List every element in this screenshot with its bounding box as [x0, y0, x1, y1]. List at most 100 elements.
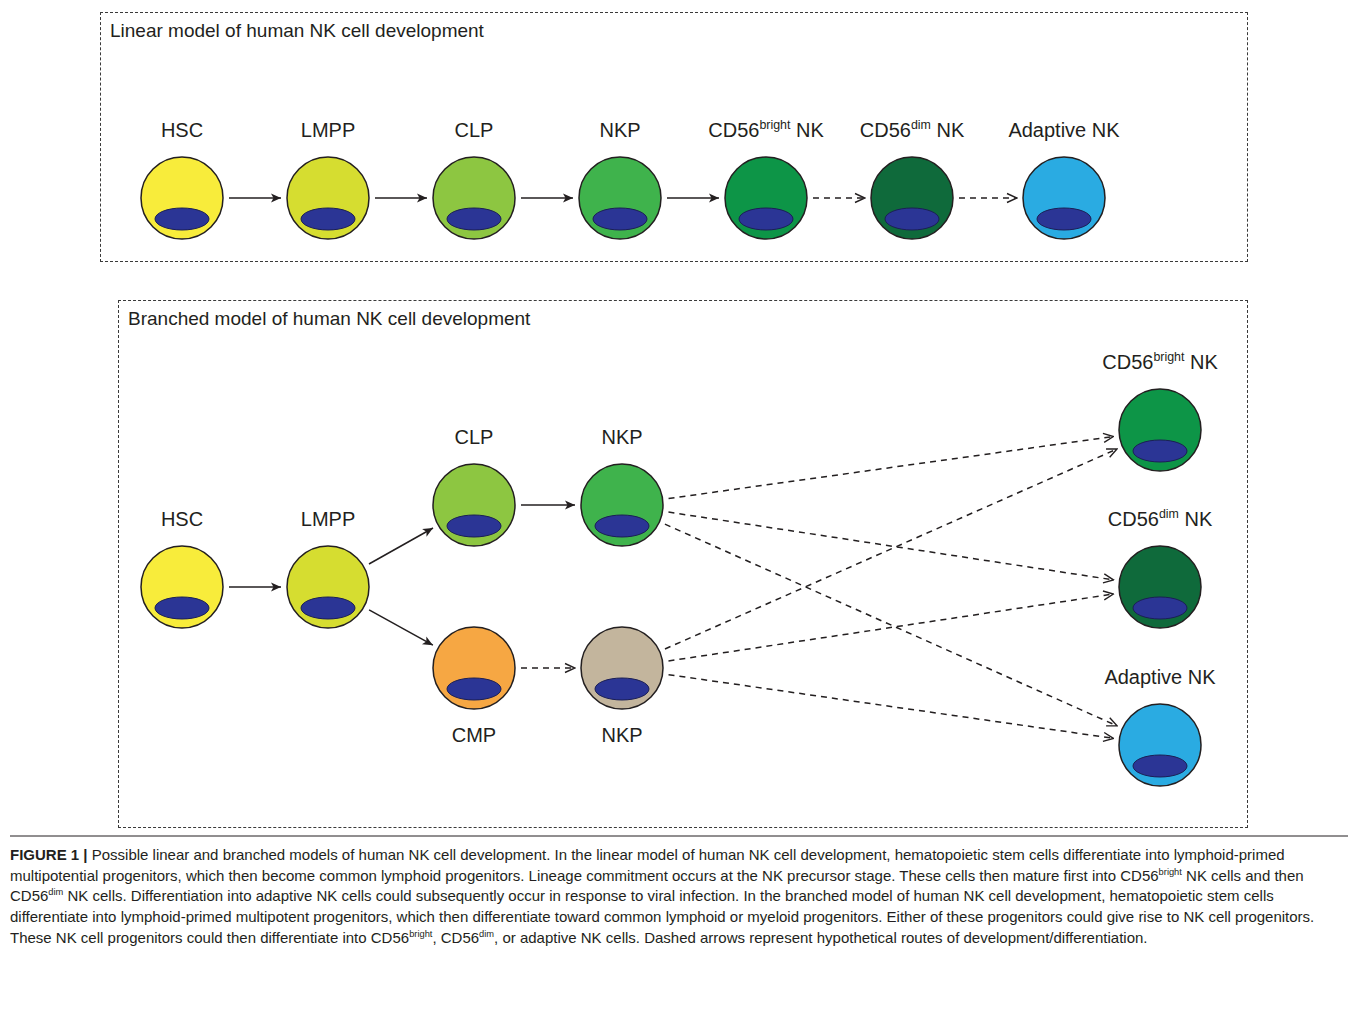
cell-node: HSC [140, 119, 224, 240]
cell-nucleus [301, 208, 355, 230]
cell-shape [724, 156, 808, 240]
cell-body [287, 157, 369, 239]
cell-nucleus [301, 597, 355, 619]
cell-node: CLP [432, 119, 516, 240]
cell-label: HSC [161, 508, 203, 531]
cell-nucleus [155, 208, 209, 230]
hypothetical-arrow [668, 512, 1113, 580]
cell-nucleus [447, 208, 501, 230]
cell-shape [432, 156, 516, 240]
cell-node: HSC [140, 508, 224, 629]
cell-body [433, 157, 515, 239]
cell-nucleus [1133, 440, 1187, 462]
cell-nucleus [1133, 755, 1187, 777]
hypothetical-arrow [665, 524, 1117, 726]
cell-label: LMPP [301, 508, 355, 531]
development-arrow [521, 197, 573, 199]
cell-body [1119, 546, 1201, 628]
cell-body [433, 464, 515, 546]
cell-nucleus [155, 597, 209, 619]
development-arrow [521, 504, 575, 506]
cell-body [1119, 389, 1201, 471]
cell-body [287, 546, 369, 628]
cell-nucleus [595, 678, 649, 700]
cell-node: CLP [432, 426, 516, 547]
cell-shape [870, 156, 954, 240]
cell-nucleus [1133, 597, 1187, 619]
cell-shape [432, 463, 516, 547]
development-arrow [229, 197, 281, 199]
development-arrow [375, 197, 427, 199]
cell-label: CD56bright NK [708, 119, 823, 142]
cell-node: NKP [580, 426, 664, 547]
cell-body [579, 157, 661, 239]
cell-shape [140, 156, 224, 240]
cell-node: LMPP [286, 119, 370, 240]
cell-nucleus [739, 208, 793, 230]
cell-label: NKP [599, 119, 640, 142]
cell-body [871, 157, 953, 239]
cell-body [141, 546, 223, 628]
cell-label: CD56bright NK [1102, 351, 1217, 374]
cell-shape [432, 626, 516, 710]
cell-node: LMPP [286, 508, 370, 629]
panel-title: Linear model of human NK cell developmen… [110, 20, 484, 42]
hypothetical-arrow [668, 594, 1113, 661]
cell-label: LMPP [301, 119, 355, 142]
cell-node: CD56dim NK [860, 119, 964, 240]
development-arrow [229, 586, 281, 588]
hypothetical-arrow [521, 667, 575, 669]
cell-shape [1118, 703, 1202, 787]
cell-node: CD56bright NK [708, 119, 823, 240]
cell-node: NKP [578, 119, 662, 240]
development-arrow [667, 197, 719, 199]
cell-node: Adaptive NK [1104, 666, 1215, 787]
cell-body [141, 157, 223, 239]
cell-body [433, 627, 515, 709]
cell-shape [286, 156, 370, 240]
cell-node: CD56bright NK [1102, 351, 1217, 472]
cell-shape [1118, 545, 1202, 629]
hypothetical-arrow [813, 197, 865, 199]
cell-node: CD56dim NK [1108, 508, 1212, 629]
cell-node: Adaptive NK [1008, 119, 1119, 240]
cell-label: NKP [601, 724, 642, 747]
caption-rule [10, 836, 1348, 837]
cell-body [581, 464, 663, 546]
hypothetical-arrow [669, 436, 1114, 498]
cell-nucleus [447, 678, 501, 700]
cell-shape [1118, 388, 1202, 472]
panel-title: Branched model of human NK cell developm… [128, 308, 530, 330]
cell-shape [1022, 156, 1106, 240]
cell-label: NKP [601, 426, 642, 449]
hypothetical-arrow [959, 197, 1017, 199]
cell-body [1023, 157, 1105, 239]
model-panel: Branched model of human NK cell developm… [118, 300, 1248, 828]
cell-nucleus [595, 515, 649, 537]
cell-label: HSC [161, 119, 203, 142]
cell-shape [580, 463, 664, 547]
cell-nucleus [593, 208, 647, 230]
cell-shape [286, 545, 370, 629]
hypothetical-arrow [669, 675, 1114, 739]
cell-label: Adaptive NK [1104, 666, 1215, 689]
cell-node: CMP [432, 626, 516, 747]
cell-node: NKP [580, 626, 664, 747]
cell-body [1119, 704, 1201, 786]
cell-nucleus [447, 515, 501, 537]
cell-body [725, 157, 807, 239]
cell-label: CMP [452, 724, 496, 747]
cell-label: Adaptive NK [1008, 119, 1119, 142]
cell-shape [580, 626, 664, 710]
cell-nucleus [885, 208, 939, 230]
cell-body [581, 627, 663, 709]
cell-label: CLP [455, 426, 494, 449]
model-panel: Linear model of human NK cell developmen… [100, 12, 1248, 262]
cell-shape [140, 545, 224, 629]
cell-label: CD56dim NK [1108, 508, 1212, 531]
cell-shape [578, 156, 662, 240]
hypothetical-arrow [665, 449, 1117, 649]
development-arrow [369, 528, 433, 564]
cell-nucleus [1037, 208, 1091, 230]
